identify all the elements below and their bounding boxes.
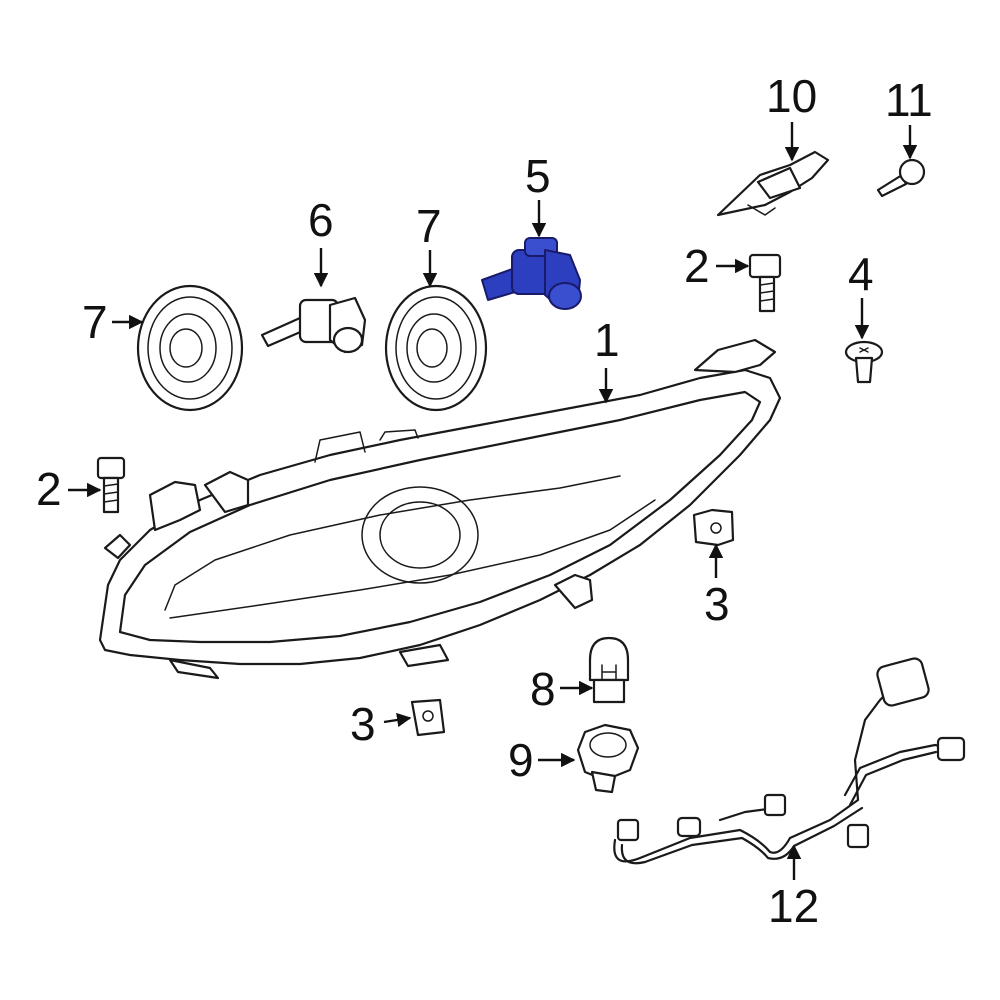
arrow-3-lower xyxy=(383,712,412,728)
bulb-side-marker[interactable] xyxy=(588,636,630,704)
leader-arrows xyxy=(68,122,918,880)
screw-small[interactable] xyxy=(876,158,926,198)
callout-3-lower: 3 xyxy=(350,698,376,750)
clip[interactable] xyxy=(844,340,884,384)
wiring-harness[interactable] xyxy=(613,657,966,865)
bolt-left[interactable] xyxy=(96,456,126,514)
dust-cover-right[interactable] xyxy=(384,284,488,412)
nut-clip-right[interactable] xyxy=(692,508,735,547)
callout-8: 8 xyxy=(530,663,556,715)
callout-7-right: 7 xyxy=(416,200,442,252)
bolt-right[interactable] xyxy=(748,253,782,313)
callout-5: 5 xyxy=(525,150,551,202)
callout-7-left: 7 xyxy=(82,296,108,348)
callout-2-right: 2 xyxy=(684,240,710,292)
callout-labels: 1 2 2 3 3 4 5 6 7 7 8 9 10 11 12 xyxy=(36,70,933,932)
nut-clip-lower[interactable] xyxy=(410,698,446,737)
callout-4: 4 xyxy=(848,248,874,300)
bulb-high-beam-highlighted[interactable] xyxy=(481,237,582,310)
callout-3-right: 3 xyxy=(704,578,730,630)
headlamp-assembly[interactable] xyxy=(98,338,782,680)
bulb-low-beam[interactable] xyxy=(260,296,367,354)
callout-11: 11 xyxy=(885,74,933,126)
callout-6: 6 xyxy=(308,194,334,246)
callout-9: 9 xyxy=(508,734,534,786)
callout-12: 12 xyxy=(768,880,819,932)
callout-1: 1 xyxy=(594,314,620,366)
callout-2-left: 2 xyxy=(36,463,62,515)
callout-10: 10 xyxy=(766,70,817,122)
dust-cover-left[interactable] xyxy=(136,284,244,412)
bulb-socket[interactable] xyxy=(576,723,640,794)
bracket[interactable] xyxy=(716,150,830,217)
